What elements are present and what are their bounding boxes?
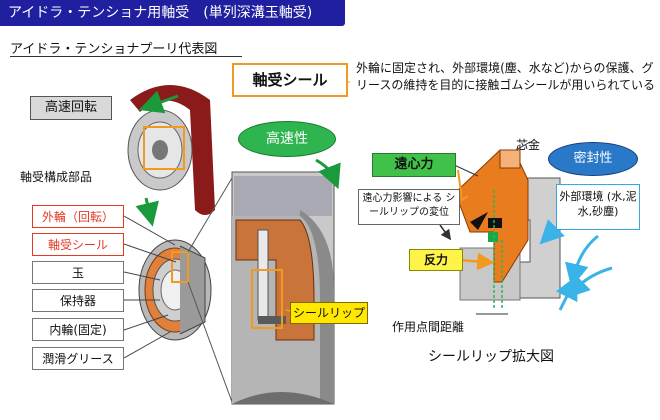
- centrifugal-force-label: 遠心力: [372, 153, 456, 177]
- bearing-seal-heading: 軸受シール: [232, 63, 348, 97]
- reaction-force-label: 反力: [409, 249, 463, 271]
- part-outer-ring: 外輪（回転）: [32, 205, 124, 228]
- bearing-illustration: [138, 239, 212, 341]
- high-speed-badge: 高速性: [238, 121, 336, 157]
- part-inner-ring: 内輪(固定): [32, 318, 124, 341]
- subtitle-underline: [10, 56, 242, 57]
- page-title: アイドラ・テンショナ用軸受 (単列深溝玉軸受): [0, 0, 345, 26]
- pulley-illustration: [127, 85, 215, 215]
- high-speed-rotation-label: 高速回転: [30, 96, 112, 120]
- part-ball: 玉: [32, 261, 124, 284]
- seal-cross-section: [231, 171, 335, 405]
- diagram-subtitle: アイドラ・テンショナプーリ代表図: [10, 42, 218, 57]
- centrifugal-effect-note: 遠心力影響による シールリップの変位: [358, 189, 460, 225]
- seal-lip-zoom-caption: シールリップ拡大図: [428, 349, 554, 365]
- parts-title: 軸受構成部品: [20, 170, 93, 184]
- part-bearing-seal: 軸受シール: [32, 233, 124, 256]
- part-cage: 保持器: [32, 289, 124, 312]
- sealing-badge: 密封性: [548, 142, 638, 176]
- core-metal-label: 芯金: [516, 138, 541, 152]
- external-environment-note: 外部環境 (水,泥水,砂塵): [556, 184, 640, 230]
- action-point-distance-label: 作用点間距離: [392, 320, 465, 334]
- seal-lip-label: シールリップ: [290, 302, 368, 324]
- seal-description: 外輪に固定され、外部環境(塵、水など)からの保護、グリースの維持を目的に接触ゴム…: [356, 61, 656, 92]
- seal-lip-zoom: [457, 149, 561, 315]
- part-grease: 潤滑グリース: [32, 347, 124, 370]
